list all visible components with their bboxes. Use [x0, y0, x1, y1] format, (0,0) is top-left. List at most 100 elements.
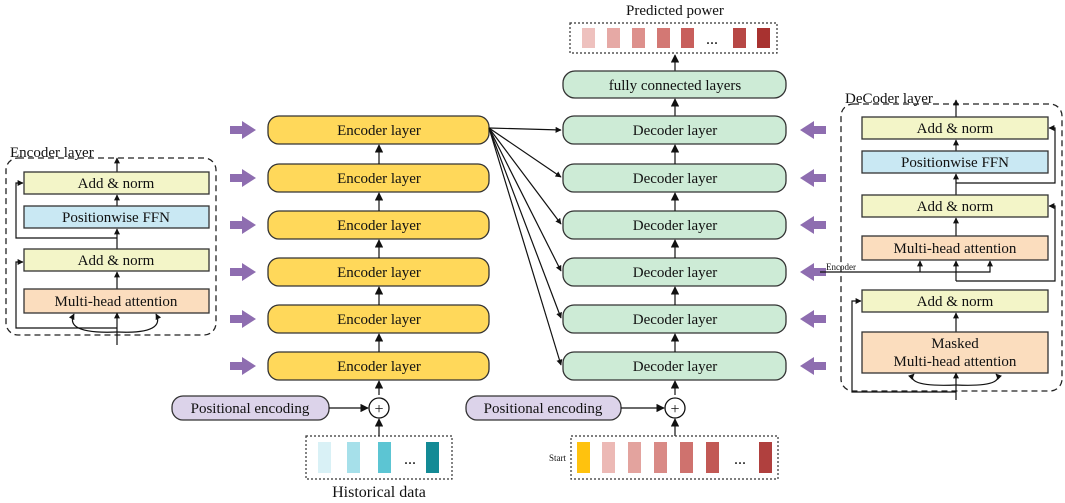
decoder-input-ellipsis: ... — [734, 451, 746, 468]
encoder-layer-label-6: Encoder layer — [337, 359, 421, 375]
dec-detail-masked-label-2: Multi-head attention — [894, 354, 1017, 370]
enc-detail-add-norm-bottom — [23, 248, 210, 272]
decoder-input-token-1 — [602, 442, 615, 473]
history-token-2 — [347, 442, 360, 473]
dec-detail-masked-label-1: Masked — [931, 336, 979, 352]
historical-data-label: Historical data — [332, 484, 426, 501]
history-token-1 — [318, 442, 331, 473]
encoder-layer-label-3: Encoder layer — [337, 218, 421, 234]
fully-connected-layers-label: fully connected layers — [609, 78, 742, 94]
enc-detail-attention-label: Multi-head attention — [55, 294, 178, 310]
encoder-purple-arrow-2 — [230, 169, 256, 187]
left-sum-node — [368, 397, 390, 419]
encoder-layer-label-2: Encoder layer — [337, 171, 421, 187]
positional-encoding-left-label: Positional encoding — [191, 401, 310, 417]
right-sum-node — [664, 397, 686, 419]
encoder-layer-detail: Encoder layer Add & norm Positionwise FF… — [5, 145, 217, 345]
dec-detail-add-norm-top — [861, 116, 1049, 140]
dec-detail-add-norm-bottom-label: Add & norm — [917, 294, 994, 310]
output-token-5 — [681, 28, 694, 48]
enc-detail-residual-top — [15, 180, 117, 239]
decoder-purple-arrow-2 — [800, 169, 826, 187]
decoder-purple-arrow-4 — [800, 263, 826, 281]
decoder-purple-arrow-3 — [800, 216, 826, 234]
output-token-6 — [733, 28, 746, 48]
decoder-input-token-2 — [628, 442, 641, 473]
decoder-detail-frame — [840, 103, 1063, 392]
decoder-layer-label-4: Decoder layer — [633, 265, 718, 281]
enc-detail-residual-bottom — [15, 259, 117, 329]
encoder-purple-arrow-6 — [230, 357, 256, 375]
history-ellipsis: ... — [404, 451, 416, 468]
right-sum-symbol: + — [670, 401, 679, 418]
dec-detail-attention — [861, 235, 1049, 261]
dec-detail-masked-attention — [861, 331, 1049, 374]
decoder-layer-detail: DeCoder layer Add & norm Positionwise FF… — [820, 91, 1063, 400]
output-token-7 — [757, 28, 770, 48]
start-token — [577, 442, 590, 473]
output-token-4 — [657, 28, 670, 48]
decoder-layer-label-2: Decoder layer — [633, 171, 718, 187]
decoder-input-tokens — [577, 442, 772, 473]
decoder-layer-label-6: Decoder layer — [633, 359, 718, 375]
output-token-2 — [607, 28, 620, 48]
decoder-purple-arrow-6 — [800, 357, 826, 375]
enc-detail-ffn — [23, 205, 210, 229]
output-tokens — [582, 28, 770, 48]
enc-detail-add-norm-bottom-label: Add & norm — [78, 253, 155, 269]
encoder-layer-label-4: Encoder layer — [337, 265, 421, 281]
output-token-3 — [632, 28, 645, 48]
encoder-purple-arrow-5 — [230, 310, 256, 328]
dec-detail-add-norm-mid-label: Add & norm — [917, 199, 994, 215]
decoder-layer-box-1 — [562, 115, 787, 145]
dec-detail-add-norm-bottom — [861, 289, 1049, 313]
historical-tokens — [318, 442, 439, 473]
dec-detail-add-norm-top-label: Add & norm — [917, 121, 994, 137]
encoder-input-label: Encoder — [826, 262, 856, 272]
dec-detail-add-norm-mid — [861, 194, 1049, 218]
decoder-input-token-4 — [680, 442, 693, 473]
enc-dec-link-4 — [488, 127, 562, 272]
output-ellipsis: ... — [706, 31, 718, 48]
purple-input-arrows — [230, 121, 826, 375]
dec-detail-ffn-label: Positionwise FFN — [901, 155, 1009, 171]
enc-dec-link-5 — [488, 127, 562, 319]
start-label: Start — [549, 453, 566, 463]
decoder-layer-label-5: Decoder layer — [633, 312, 718, 328]
decoder-input-token-3 — [654, 442, 667, 473]
enc-dec-link-6 — [488, 127, 563, 366]
enc-dec-link-2 — [488, 127, 562, 178]
enc-detail-add-norm-top — [23, 171, 210, 195]
encoder-layer-label-5: Encoder layer — [337, 312, 421, 328]
decoder-purple-arrow-5 — [800, 310, 826, 328]
decoder-layer-label-1: Decoder layer — [633, 123, 718, 139]
predicted-power-label: Predicted power — [626, 3, 724, 19]
enc-detail-ffn-label: Positionwise FFN — [62, 210, 170, 226]
enc-dec-link-1 — [488, 126, 562, 133]
decoder-detail-title: DeCoder layer — [845, 91, 933, 107]
decoder-layer-label-3: Decoder layer — [633, 218, 718, 234]
encoder-purple-arrow-1 — [230, 121, 256, 139]
encoder-to-decoder-connections — [488, 126, 563, 366]
enc-dec-link-3 — [488, 127, 562, 225]
history-token-3 — [378, 442, 391, 473]
encoder-detail-frame — [5, 157, 217, 336]
encoder-purple-arrow-3 — [230, 216, 256, 234]
dec-detail-residual-mid — [956, 203, 1056, 282]
output-token-1 — [582, 28, 595, 48]
positional-encoding-right-label: Positional encoding — [484, 401, 603, 417]
history-token-4 — [426, 442, 439, 473]
enc-detail-add-norm-top-label: Add & norm — [78, 176, 155, 192]
encoder-layer-label-1: Encoder layer — [337, 123, 421, 139]
dec-detail-attention-label: Multi-head attention — [894, 241, 1017, 257]
encoder-detail-title: Encoder layer — [10, 145, 94, 161]
left-sum-symbol: + — [374, 401, 383, 418]
dec-detail-residual-bottom — [851, 298, 956, 393]
decoder-purple-arrow-1 — [800, 121, 826, 139]
decoder-input-token-6 — [759, 442, 772, 473]
fully-connected-layers-box — [562, 70, 787, 99]
decoder-input-token-5 — [706, 442, 719, 473]
